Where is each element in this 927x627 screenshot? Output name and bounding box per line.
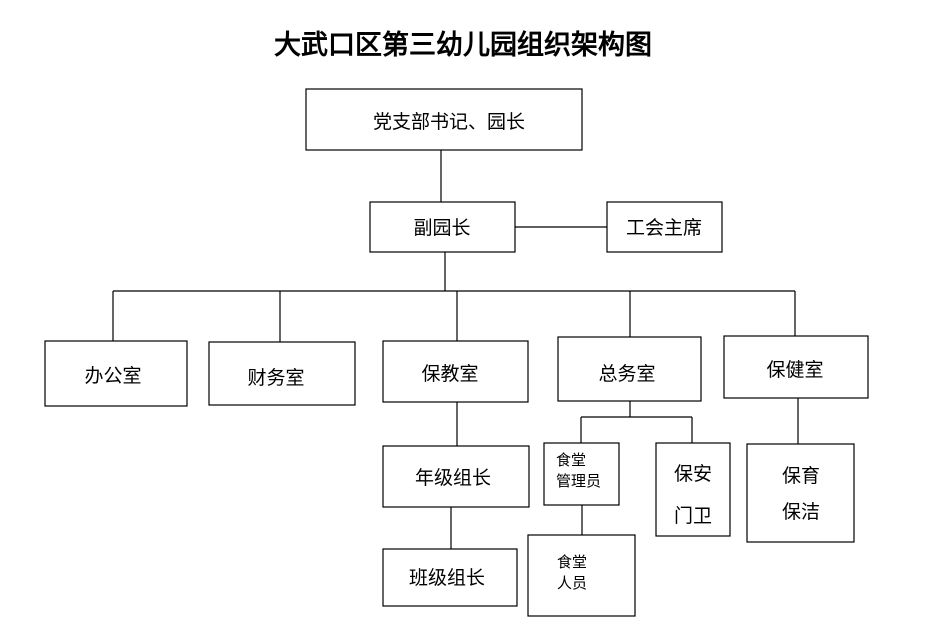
node-finance: 财务室 [208,341,356,406]
node-canteen-staff: 食堂 人员 [527,534,636,617]
node-care-cleaning: 保育 保洁 [746,443,855,543]
svg-text:党支部书记、园长: 党支部书记、园长 [373,111,525,133]
svg-text:办公室: 办公室 [84,365,141,387]
svg-text:保健室: 保健室 [766,359,823,381]
node-vice-principal: 副园长 [369,201,516,253]
svg-text:人员: 人员 [557,574,587,592]
svg-text:财务室: 财务室 [247,367,304,389]
node-general-affairs: 总务室 [557,336,702,402]
svg-text:食堂: 食堂 [556,451,586,469]
svg-text:工会主席: 工会主席 [626,217,702,239]
node-union-chair: 工会主席 [606,201,723,253]
node-office: 办公室 [44,340,188,407]
svg-text:门卫: 门卫 [674,505,712,527]
svg-text:保教室: 保教室 [421,363,478,385]
svg-text:总务室: 总务室 [598,363,655,385]
svg-text:保洁: 保洁 [782,501,820,523]
node-grade-leader: 年级组长 [382,445,530,508]
connector-lines [112,150,799,549]
svg-text:食堂: 食堂 [557,553,587,571]
node-security: 保安 门卫 [655,442,731,537]
node-education: 保教室 [382,340,529,403]
node-class-leader: 班级组长 [382,548,518,607]
svg-text:班级组长: 班级组长 [409,567,485,589]
svg-text:管理员: 管理员 [556,472,601,490]
node-health: 保健室 [723,335,869,399]
chart-title: 大武口区第三幼儿园组织架构图 [274,29,652,61]
svg-text:年级组长: 年级组长 [415,467,491,489]
node-secretary-principal: 党支部书记、园长 [305,88,583,151]
svg-text:保安: 保安 [674,463,712,485]
svg-text:保育: 保育 [782,465,820,487]
svg-text:副园长: 副园长 [413,217,470,239]
node-canteen-manager: 食堂 管理员 [543,442,620,506]
